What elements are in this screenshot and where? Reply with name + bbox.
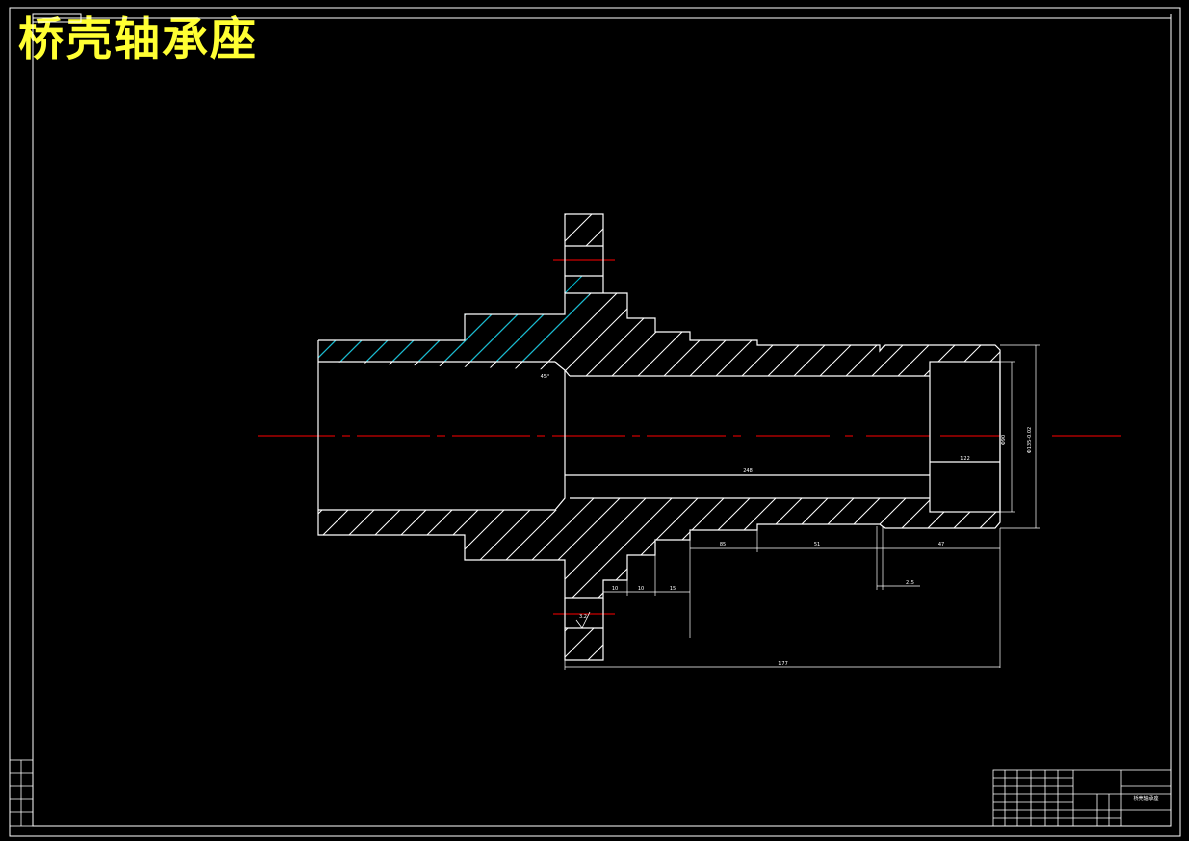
title-block [992, 769, 1172, 827]
section-upper [318, 214, 1000, 376]
dim-small-3: 15 [670, 586, 676, 592]
dim-total-length: 177 [778, 661, 788, 667]
dim-small-1: 10 [612, 586, 618, 592]
revision-strip [9, 759, 34, 827]
part-outline [317, 213, 1001, 661]
section-lower [318, 498, 1000, 660]
dim-bore-length: 248 [743, 468, 753, 474]
drawing-title: 桥壳轴承座 [18, 12, 258, 66]
dim-counterbore: 122 [960, 456, 970, 462]
dim-chamfer: 45° [541, 374, 550, 380]
sheet-border [9, 7, 1181, 837]
center-lines [258, 259, 1121, 615]
dim-step-1: 85 [720, 542, 726, 548]
dim-step-3: 47 [938, 542, 944, 548]
dim-groove: 2.5 [906, 580, 914, 586]
dim-phi-outer: Φ135-0.02 [1027, 427, 1033, 453]
dimension-texts: 248 122 Φ90 Φ135-0.02 85 51 47 10 10 15 … [541, 374, 1033, 667]
dim-step-2: 51 [814, 542, 820, 548]
surface-roughness-label: 3.2 [579, 614, 587, 620]
title-block-name: 桥壳轴承座 [1133, 795, 1158, 802]
dim-small-2: 10 [638, 586, 644, 592]
roughness-symbol-icon [575, 611, 591, 629]
dim-phi-inner: Φ90 [1001, 435, 1007, 445]
dimension-lines [564, 344, 1040, 670]
